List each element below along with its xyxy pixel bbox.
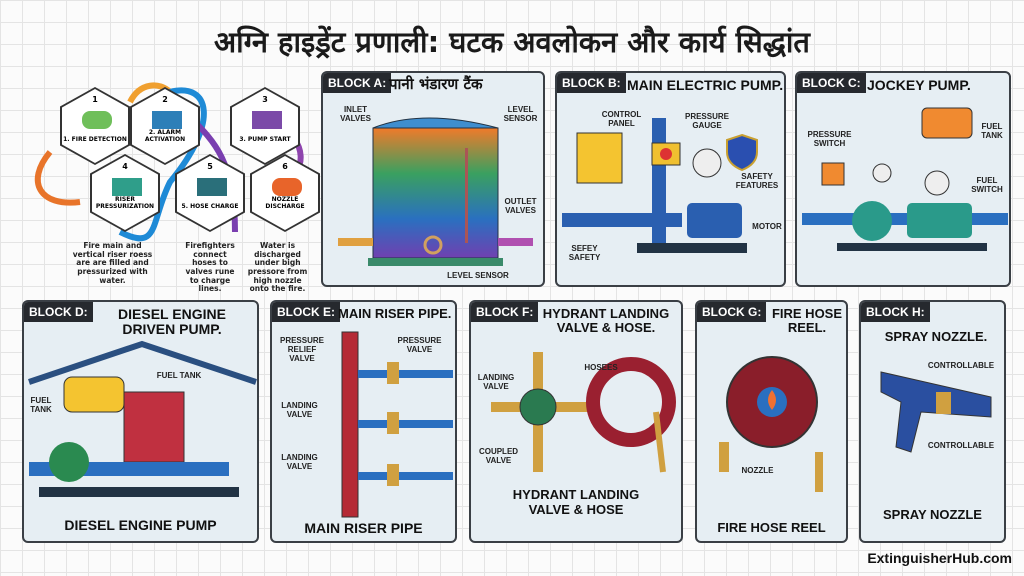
block-tag: BLOCK F:	[471, 302, 539, 322]
electric-pump-illustration	[562, 118, 758, 253]
block-tag: BLOCK C:	[797, 73, 866, 93]
footer-watermark: ExtinguisherHub.com	[867, 550, 1012, 566]
block-d-diesel-engine-pump: BLOCK D: DIESEL ENGINE DRIVEN PUMP. FUEL…	[22, 300, 259, 543]
label-motor: MOTOR	[752, 222, 782, 231]
block-caption: HYDRANT LANDING VALVE & HOSE	[512, 487, 640, 517]
block-caption: MAIN RISER PIPE	[304, 520, 423, 536]
block-g-fire-hose-reel: BLOCK G: FIRE HOSE REEL. NOZZLE FIRE HOS…	[695, 300, 848, 543]
step-label: 3. PUMP START	[239, 136, 291, 143]
jockey-pump-illustration	[802, 107, 1008, 251]
step-number: 4	[122, 162, 128, 171]
flow-step-5: 5 5. HOSE CHARGE	[175, 154, 245, 232]
step-label: 5. HOSE CHARGE	[181, 203, 239, 210]
block-tag: BLOCK E:	[272, 302, 340, 322]
label-pressure-valve: PRESSURE VALVE	[397, 336, 442, 354]
page-title: अग्नि हाइड्रेंट प्रणाली: घटक अवलोकन और क…	[214, 25, 810, 59]
diesel-pump-illustration	[28, 340, 257, 497]
flow-description: Fire main and vertical riser roess are a…	[72, 241, 153, 285]
label-landing-valve: LANDING VALVE	[477, 373, 515, 391]
block-b-main-electric-pump: BLOCK B: MAIN ELECTRIC PUMP. CONTROL PAN…	[555, 71, 786, 287]
label-hoses: HOSEES	[584, 363, 618, 372]
step-number: 1	[92, 95, 98, 104]
block-caption: DIESEL ENGINE PUMP	[64, 517, 217, 533]
block-e-main-riser-pipe: BLOCK E: MAIN RISER PIPE. PRESSURE RELIE…	[270, 300, 457, 543]
label-landing-valve-2: LANDING VALVE	[281, 453, 318, 471]
block-title: HYDRANT LANDING VALVE & HOSE.	[542, 306, 670, 336]
label-fuel-tank: FUEL TANK	[156, 371, 202, 380]
label-control-panel: CONTROL PANEL	[601, 110, 642, 128]
block-title: DIESEL ENGINE DRIVEN PUMP.	[118, 306, 226, 338]
step-label: RISER PRESSURIZATION	[95, 196, 155, 210]
label-outlet-valves: OUTLET VALVES	[504, 197, 537, 215]
riser-pipe-illustration	[341, 331, 453, 518]
label-level-sensor-bottom: LEVEL SENSOR	[447, 271, 509, 280]
label-nozzle: NOZZLE	[741, 466, 774, 475]
alarm-icon	[152, 111, 182, 129]
block-caption: SPRAY NOZZLE	[883, 507, 982, 522]
step-number: 2	[162, 95, 168, 104]
block-title: FIRE HOSE REEL.	[771, 306, 843, 336]
block-title: JOCKEY PUMP.	[867, 77, 971, 93]
label-fuel-tank: FUEL TANK	[981, 122, 1003, 140]
label-controllable-2: CONTROLLABLE	[927, 441, 995, 450]
block-tag: BLOCK D:	[24, 302, 93, 322]
nozzle-icon	[272, 178, 302, 196]
flow-description: Water is discharged under bigh pressore …	[247, 241, 308, 294]
label-pressure-switch: PRESSURE SWITCH	[807, 130, 852, 148]
fire-icon	[82, 111, 112, 129]
block-tag: BLOCK G:	[697, 302, 767, 322]
spray-nozzle-illustration	[880, 371, 992, 453]
label-level-sensor: LEVEL SENSOR	[503, 105, 538, 123]
block-tag: BLOCK B:	[557, 73, 626, 93]
label-controllable: CONTROLLABLE	[927, 361, 995, 370]
step-number: 6	[282, 162, 288, 171]
label-fuel-tank-left: FUEL TANK	[30, 396, 52, 414]
label-landing-valve: LANDING VALVE	[281, 401, 318, 419]
block-title: MAIN ELECTRIC PUMP.	[627, 77, 784, 93]
block-c-jockey-pump: BLOCK C: JOCKEY PUMP. PRESSURE SWITCH FU…	[795, 71, 1011, 287]
pump-icon	[252, 111, 282, 129]
block-f-hydrant-landing-valve: BLOCK F: HYDRANT LANDING VALVE & HOSE. L…	[469, 300, 683, 543]
block-title: SPRAY NOZZLE.	[884, 329, 988, 344]
block-h-spray-nozzle: BLOCK H: SPRAY NOZZLE. CONTROLLABLE CONT…	[859, 300, 1006, 543]
label-inlet-valves: INLET VALVES	[340, 105, 371, 123]
step-label: 1. FIRE DETECTION	[63, 136, 127, 143]
label-pressure-gauge: PRESSURE GAUGE	[684, 112, 729, 130]
hose-reel-illustration	[719, 356, 823, 492]
block-tag: BLOCK H:	[861, 302, 930, 322]
label-pressure-relief-valve: PRESSURE RELIEF VALVE	[279, 336, 324, 363]
water-tank-illustration	[338, 117, 533, 266]
building-icon	[112, 178, 142, 196]
firefighter-icon	[197, 178, 227, 196]
block-title: MAIN RISER PIPE.	[338, 306, 452, 321]
label-safety-features: SAFETY FEATURES	[735, 172, 779, 190]
step-label: 2. ALARM ACTIVATION	[144, 129, 186, 143]
label-safety: SEFEY SAFETY	[568, 244, 601, 262]
block-a-water-storage-tank: BLOCK A: पानी भंडारण टैंक INLET VALVES L…	[321, 71, 545, 287]
hydrant-valve-illustration	[491, 352, 676, 473]
flow-description: Firefighters connect hoses to valves run…	[185, 241, 235, 294]
label-coupled-valve: COUPLED VALVE	[478, 447, 519, 465]
block-caption: FIRE HOSE REEL	[717, 520, 826, 535]
step-number: 5	[207, 162, 213, 171]
block-tag: BLOCK A:	[323, 73, 392, 93]
step-label: NOZZLE DISCHARGE	[265, 196, 305, 210]
flow-step-2: 2 2. ALARM ACTIVATION	[130, 87, 200, 165]
block-title: पानी भंडारण टैंक	[389, 75, 483, 93]
label-fuel-switch: FUEL SWITCH	[971, 176, 1003, 194]
step-number: 3	[262, 95, 268, 104]
